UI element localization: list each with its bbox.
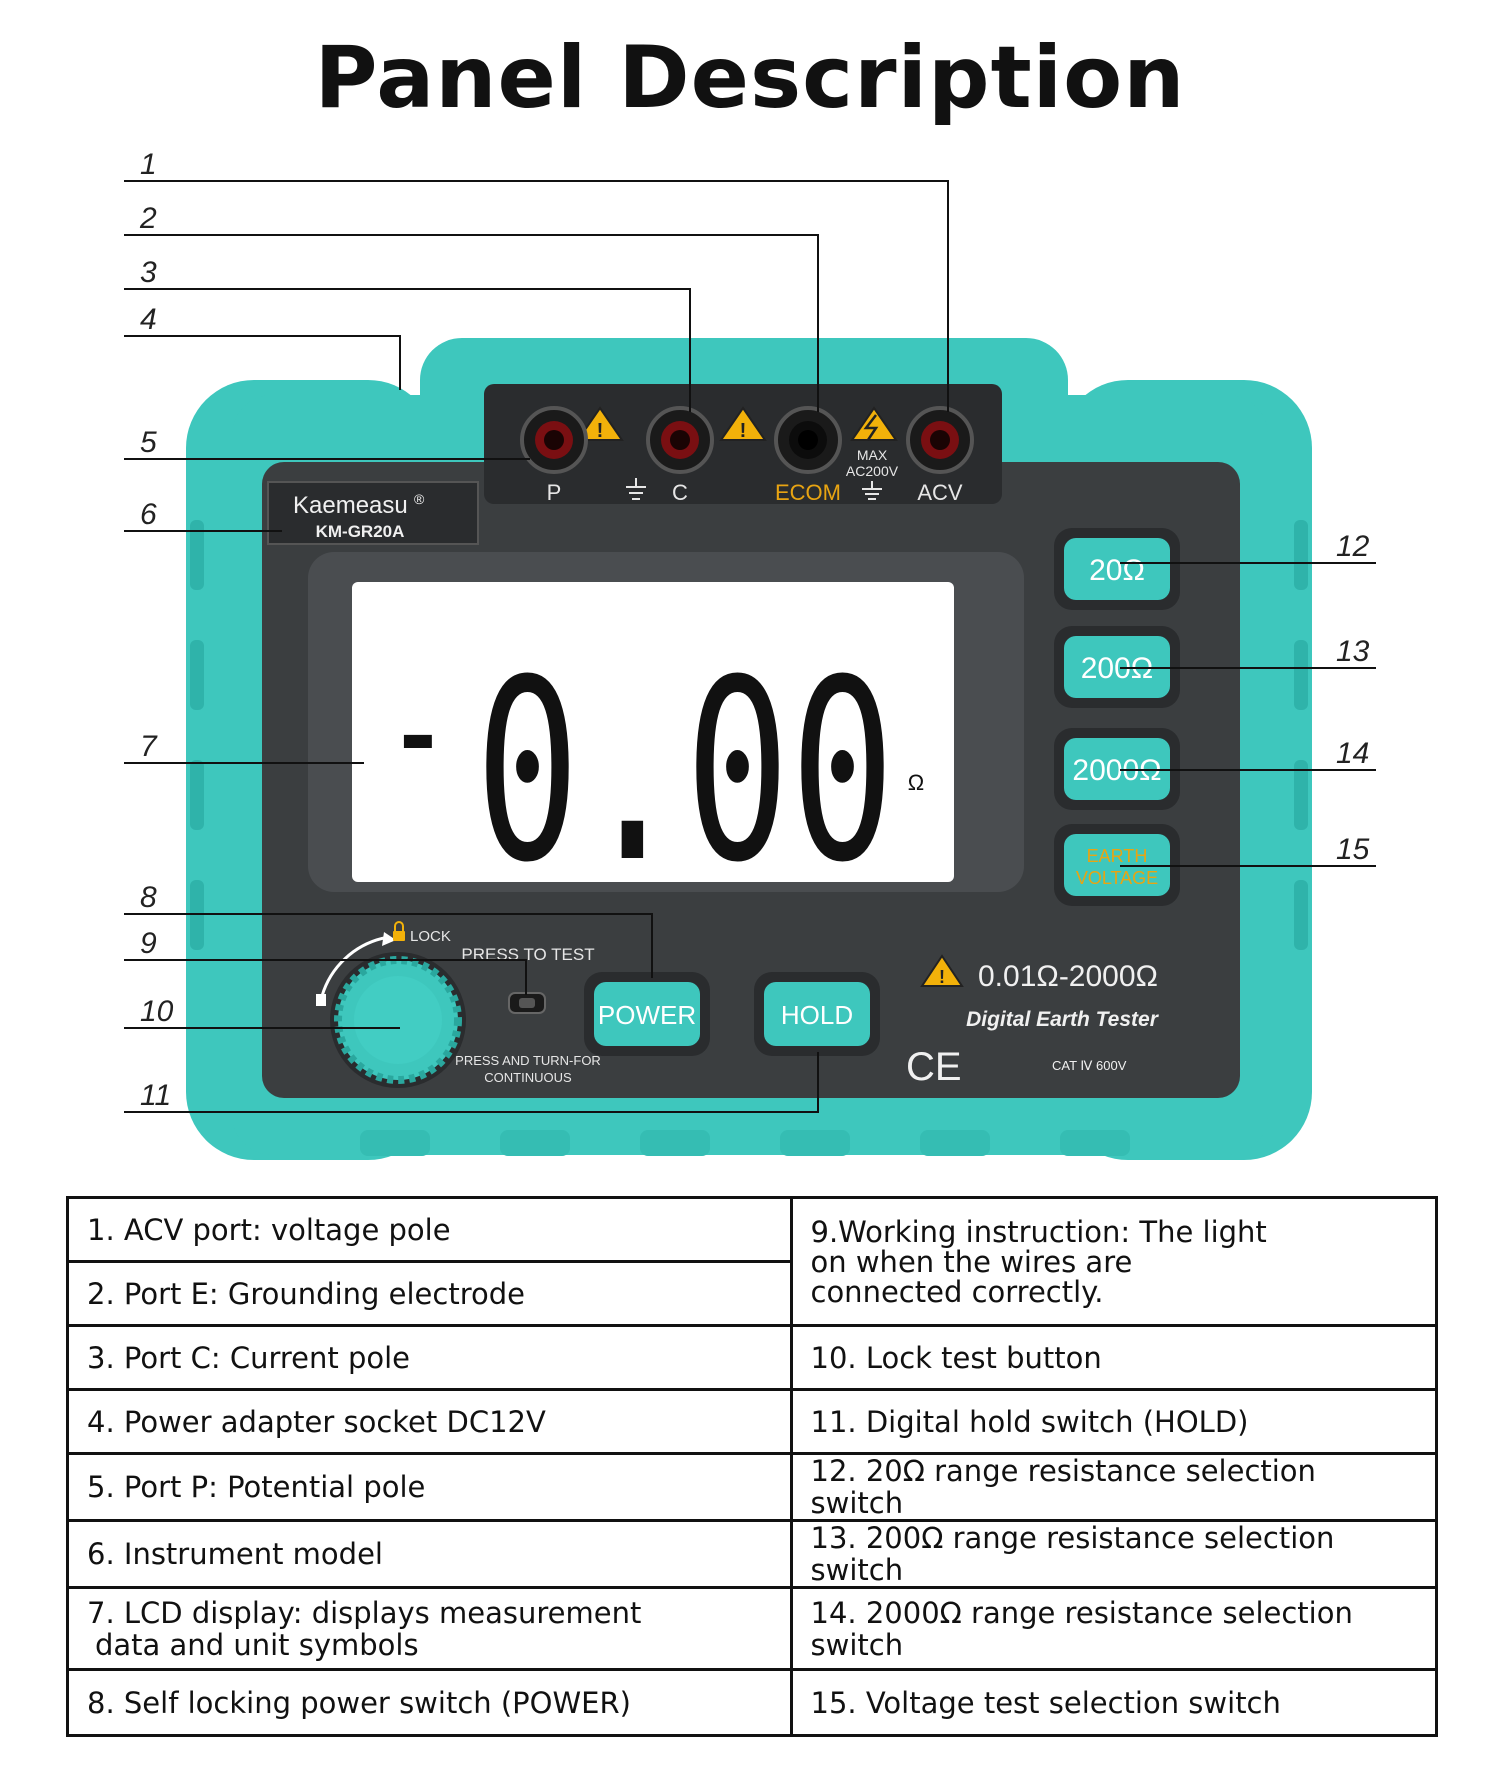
callout-6: 6: [140, 498, 157, 531]
port-ecom-label: ECOM: [775, 480, 841, 505]
callout-2: 2: [140, 202, 157, 235]
desc-item-13: 13. 200Ω range resistance selection swit…: [789, 1519, 1438, 1589]
description-table: 1. ACV port: voltage pole 9.Working inst…: [66, 1196, 1438, 1737]
desc-item-3: 3. Port C: Current pole: [66, 1324, 793, 1391]
desc-item-10: 10. Lock test button: [789, 1324, 1438, 1391]
warning-icon: ! !: [576, 406, 898, 442]
ac200v-label: AC200V: [846, 463, 899, 479]
callout-7: 7: [140, 730, 157, 763]
callout-13: 13: [1336, 635, 1370, 668]
max-label: MAX: [857, 447, 888, 463]
port-ecom-jack[interactable]: [774, 406, 842, 474]
port-acv-jack[interactable]: [906, 406, 974, 474]
press-turn-label-line2: CONTINUOUS: [484, 1070, 572, 1085]
device-diagram: ! ! P C ECOM MAX AC200V ACV Kaemeasu ® K…: [124, 180, 1376, 1160]
button-2000-ohm[interactable]: 2000Ω: [1054, 728, 1180, 810]
port-c-jack[interactable]: [646, 406, 714, 474]
cat-rating: CAT Ⅳ 600V: [1052, 1058, 1127, 1073]
button-earth-voltage[interactable]: EARTH VOLTAGE: [1054, 824, 1180, 906]
rotate-arrow-icon: [320, 936, 385, 997]
lcd-minus-sign: -: [400, 671, 437, 794]
button-20-ohm[interactable]: 20Ω: [1054, 528, 1180, 610]
table-row: 4. Power adapter socket DC12V 11. Digita…: [66, 1388, 1438, 1455]
table-row: 1. ACV port: voltage pole 9.Working inst…: [66, 1196, 1438, 1327]
callout-14: 14: [1336, 737, 1370, 770]
svg-text:20Ω: 20Ω: [1089, 554, 1145, 587]
lock-icon: [393, 921, 405, 941]
callout-4: 4: [140, 303, 157, 336]
rotate-arrow-head-icon: [382, 932, 396, 946]
power-button[interactable]: POWER: [584, 972, 710, 1056]
callout-9: 9: [140, 927, 157, 960]
svg-text:HOLD: HOLD: [781, 1000, 853, 1030]
svg-text:POWER: POWER: [598, 1000, 696, 1030]
callout-10: 10: [140, 995, 174, 1028]
product-name: Digital Earth Tester: [966, 1008, 1160, 1031]
brand-plate: [267, 481, 479, 545]
callout-8: 8: [140, 881, 157, 914]
svg-text:!: !: [740, 420, 747, 442]
callout-15: 15: [1336, 833, 1370, 866]
lock-label: LOCK: [410, 928, 451, 945]
desc-item-15: 15. Voltage test selection switch: [789, 1668, 1438, 1737]
desc-item-4: 4. Power adapter socket DC12V: [66, 1388, 793, 1455]
desc-item-2: 2. Port E: Grounding electrode: [66, 1260, 793, 1327]
brand-registered: ®: [414, 491, 425, 507]
svg-text:EARTH: EARTH: [1087, 846, 1148, 866]
svg-text:VOLTAGE: VOLTAGE: [1076, 868, 1158, 888]
port-acv-label: ACV: [917, 480, 963, 505]
indicator-lens: [519, 998, 535, 1008]
desc-item-9: 9.Working instruction: The light on when…: [789, 1196, 1438, 1327]
svg-text:!: !: [597, 420, 604, 442]
table-row: 5. Port P: Potential pole 12. 20Ω range …: [66, 1452, 1438, 1522]
table-row: 8. Self locking power switch (POWER) 15.…: [66, 1668, 1438, 1737]
table-row: 7. LCD display: displays measurement dat…: [66, 1586, 1438, 1671]
model-label: KM-GR20A: [316, 522, 405, 541]
leader-lines: [124, 180, 1376, 1113]
range-label: 0.01Ω-2000Ω: [978, 960, 1158, 993]
desc-item-6: 6. Instrument model: [66, 1519, 793, 1589]
table-row: 3. Port C: Current pole 10. Lock test bu…: [66, 1324, 1438, 1391]
callout-1: 1: [140, 148, 157, 181]
desc-item-7: 7. LCD display: displays measurement dat…: [66, 1586, 793, 1671]
hold-button[interactable]: HOLD: [754, 972, 880, 1056]
ground-icon: [862, 481, 882, 500]
table-row: 6. Instrument model 13. 200Ω range resis…: [66, 1519, 1438, 1589]
press-to-test-label: PRESS TO TEST: [461, 945, 594, 964]
lcd-screen: [352, 582, 954, 882]
lcd-unit: Ω: [908, 770, 924, 795]
desc-item-8: 8. Self locking power switch (POWER): [66, 1668, 793, 1737]
lcd-reading: 0.00: [475, 626, 895, 917]
desc-item-12: 12. 20Ω range resistance selection switc…: [789, 1452, 1438, 1522]
ground-icon: [626, 478, 646, 500]
brand-name: Kaemeasu: [293, 492, 408, 519]
desc-item-5: 5. Port P: Potential pole: [66, 1452, 793, 1522]
ce-mark: CE: [906, 1045, 962, 1089]
callout-3: 3: [140, 256, 157, 289]
callout-11: 11: [140, 1079, 172, 1112]
port-p-label: P: [547, 480, 562, 505]
desc-item-1: 1. ACV port: voltage pole: [66, 1196, 793, 1263]
table-row: 2. Port E: Grounding electrode: [66, 1260, 1437, 1327]
desc-item-14: 14. 2000Ω range resistance selection swi…: [789, 1586, 1438, 1671]
rotate-start-marker: [316, 994, 326, 1006]
port-c-label: C: [672, 480, 688, 505]
callout-5: 5: [140, 426, 157, 459]
desc-item-11: 11. Digital hold switch (HOLD): [789, 1388, 1438, 1455]
press-turn-label-line1: PRESS AND TURN-FOR: [455, 1053, 601, 1068]
page-title: Panel Description: [314, 28, 1186, 128]
callout-12: 12: [1336, 530, 1370, 563]
lock-test-knob[interactable]: [330, 952, 466, 1088]
warning-icon: !: [920, 954, 964, 987]
svg-text:!: !: [939, 967, 945, 987]
port-p-jack[interactable]: [520, 406, 588, 474]
